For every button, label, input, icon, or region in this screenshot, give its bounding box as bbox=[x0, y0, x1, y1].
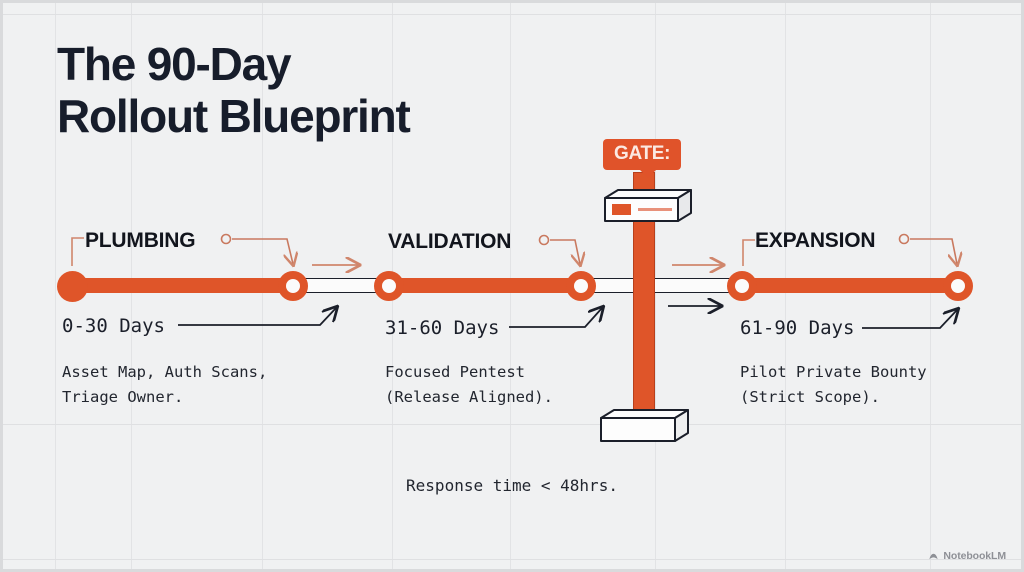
phase-description-expansion: Pilot Private Bounty (Strict Scope). bbox=[740, 363, 927, 406]
gate-badge[interactable]: GATE: bbox=[603, 139, 682, 178]
grid-line bbox=[55, 0, 56, 572]
frame-edge-left bbox=[0, 0, 3, 572]
timeline-node-plumbing-end[interactable] bbox=[278, 271, 308, 301]
frame-edge-top bbox=[0, 0, 1024, 3]
timeline-connector-2 bbox=[578, 278, 743, 293]
frame-edge-right bbox=[1021, 0, 1024, 572]
timeline-segment-2 bbox=[386, 278, 582, 293]
timeline-node-validation-start[interactable] bbox=[374, 271, 404, 301]
watermark-label: NotebookLM bbox=[943, 550, 1006, 562]
gate-pillar bbox=[633, 172, 655, 440]
timeline-segment-1 bbox=[70, 278, 295, 293]
timeline-node-start[interactable] bbox=[57, 271, 88, 302]
phase-label-expansion: EXPANSION bbox=[755, 229, 876, 252]
timeline-node-validation-end[interactable] bbox=[566, 271, 596, 301]
phase-days-plumbing: 0-30 Days bbox=[62, 315, 165, 337]
grid-line bbox=[0, 559, 1024, 560]
phase-description-plumbing: Asset Map, Auth Scans, Triage Owner. bbox=[62, 363, 268, 406]
grid-line bbox=[0, 424, 1024, 425]
phase-days-validation: 31-60 Days bbox=[385, 317, 500, 339]
phase-label-plumbing: PLUMBING bbox=[85, 229, 196, 252]
phase-label-validation: VALIDATION bbox=[388, 230, 512, 253]
watermark: NotebookLM bbox=[928, 550, 1006, 562]
phase-description-validation: Focused Pentest (Release Aligned). bbox=[385, 363, 553, 406]
notebooklm-logo-icon bbox=[929, 553, 939, 559]
gate-caption: Response time < 48hrs. bbox=[406, 476, 618, 495]
frame-edge-bottom bbox=[0, 569, 1024, 572]
page-title: The 90-Day Rollout Blueprint bbox=[57, 38, 411, 142]
timeline-node-expansion-start[interactable] bbox=[727, 271, 757, 301]
timeline-segment-3 bbox=[740, 278, 958, 293]
timeline-node-end[interactable] bbox=[943, 271, 973, 301]
timeline-connector-1 bbox=[292, 278, 388, 293]
phase-days-expansion: 61-90 Days bbox=[740, 317, 855, 339]
grid-line bbox=[0, 14, 1024, 15]
